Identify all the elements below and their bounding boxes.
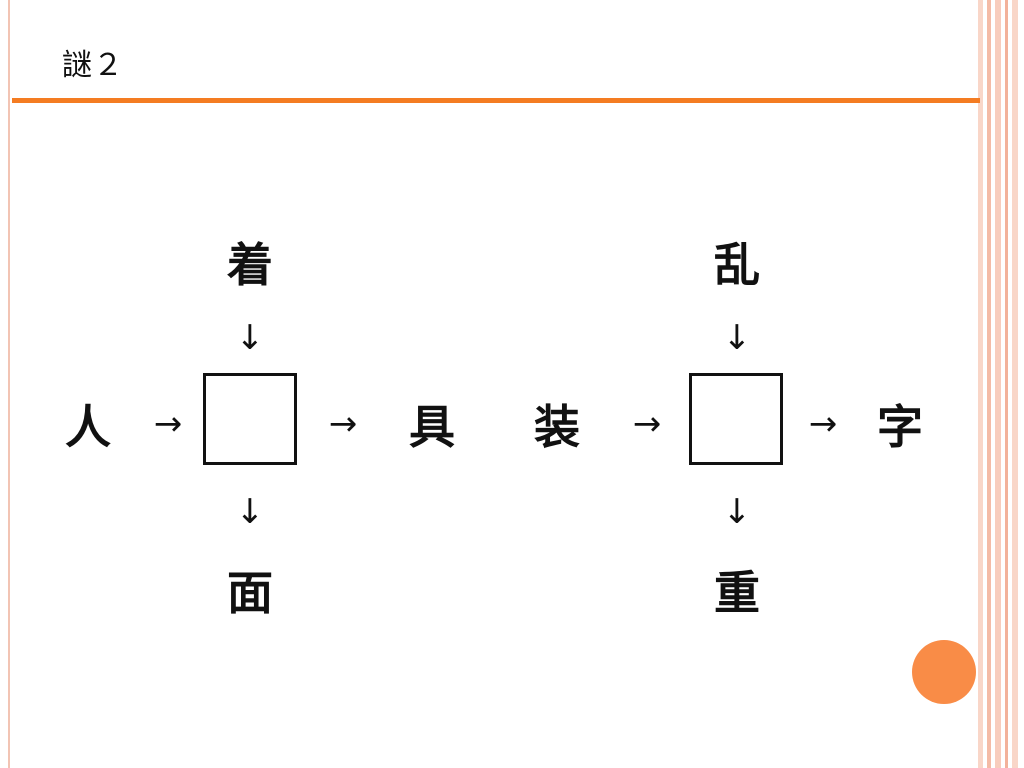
puzzle-left-arrow-top: ↓ <box>235 318 265 358</box>
puzzle-left-arrow-bottom: ↓ <box>235 492 265 532</box>
puzzle-left-blank-box[interactable] <box>203 373 297 465</box>
title-rule <box>12 98 980 103</box>
puzzle-right-arrow-bottom: ↓ <box>722 492 752 532</box>
decorative-dot <box>912 640 976 704</box>
puzzle-right-blank-box[interactable] <box>689 373 783 465</box>
puzzle-left-arrow-left: → <box>153 404 183 444</box>
puzzle-right-left: 装 <box>534 400 580 454</box>
puzzle-left-right: 具 <box>409 400 455 454</box>
puzzle-left-top: 着 <box>227 238 273 292</box>
slide-border-left <box>8 0 10 768</box>
puzzle-right-arrow-left: → <box>632 404 662 444</box>
puzzle-left-left: 人 <box>65 400 111 454</box>
puzzle-right-top: 乱 <box>714 238 760 292</box>
slide-border-right <box>978 0 1024 768</box>
puzzle-left-arrow-right: → <box>328 404 358 444</box>
puzzle-right-bottom: 重 <box>714 566 760 620</box>
puzzle-right-right: 字 <box>877 400 923 454</box>
puzzle-left-bottom: 面 <box>227 566 273 620</box>
slide-title: 謎２ <box>62 48 124 83</box>
puzzle-right-arrow-right: → <box>808 404 838 444</box>
puzzle-right-arrow-top: ↓ <box>722 318 752 358</box>
